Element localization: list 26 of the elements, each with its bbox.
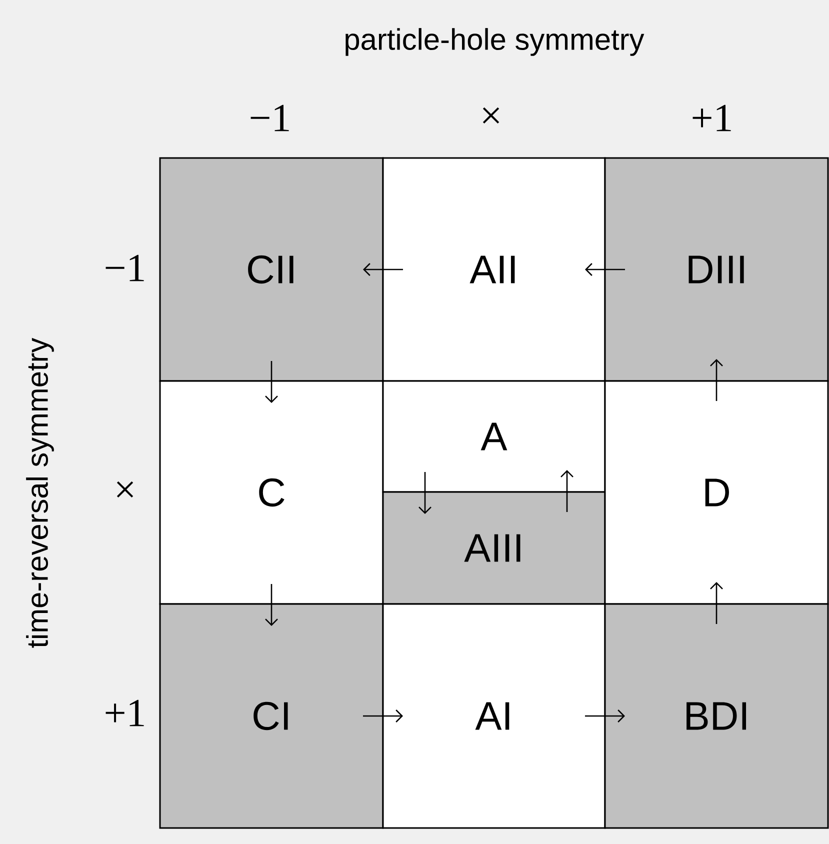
arrow bbox=[585, 263, 625, 276]
class-cell: BDI bbox=[604, 603, 829, 829]
class-cell: AII bbox=[382, 157, 606, 382]
arrow bbox=[363, 263, 403, 276]
arrow bbox=[710, 359, 723, 401]
arrow bbox=[363, 710, 403, 722]
arrow bbox=[418, 472, 432, 514]
class-cell: AI bbox=[382, 603, 606, 829]
class-cell: A bbox=[382, 380, 606, 493]
arrow bbox=[585, 710, 625, 722]
axis-title: time-reversal symmetry bbox=[26, 338, 54, 648]
axis-value: +1 bbox=[106, 700, 144, 726]
axis-value: × bbox=[116, 481, 134, 498]
arrow bbox=[265, 584, 278, 626]
axis-value: −1 bbox=[106, 254, 144, 282]
class-cell: CII bbox=[159, 157, 384, 382]
class-cell: CI bbox=[159, 603, 384, 829]
arrow bbox=[265, 361, 278, 403]
class-cell: DIII bbox=[604, 157, 829, 382]
arrow bbox=[710, 582, 723, 624]
class-cell: AIII bbox=[382, 491, 606, 605]
axis-value: × bbox=[482, 107, 500, 124]
axis-value: +1 bbox=[692, 104, 731, 132]
axis-title: particle-hole symmetry bbox=[346, 28, 644, 56]
axis-value: −1 bbox=[250, 104, 289, 132]
arrow bbox=[560, 470, 574, 512]
